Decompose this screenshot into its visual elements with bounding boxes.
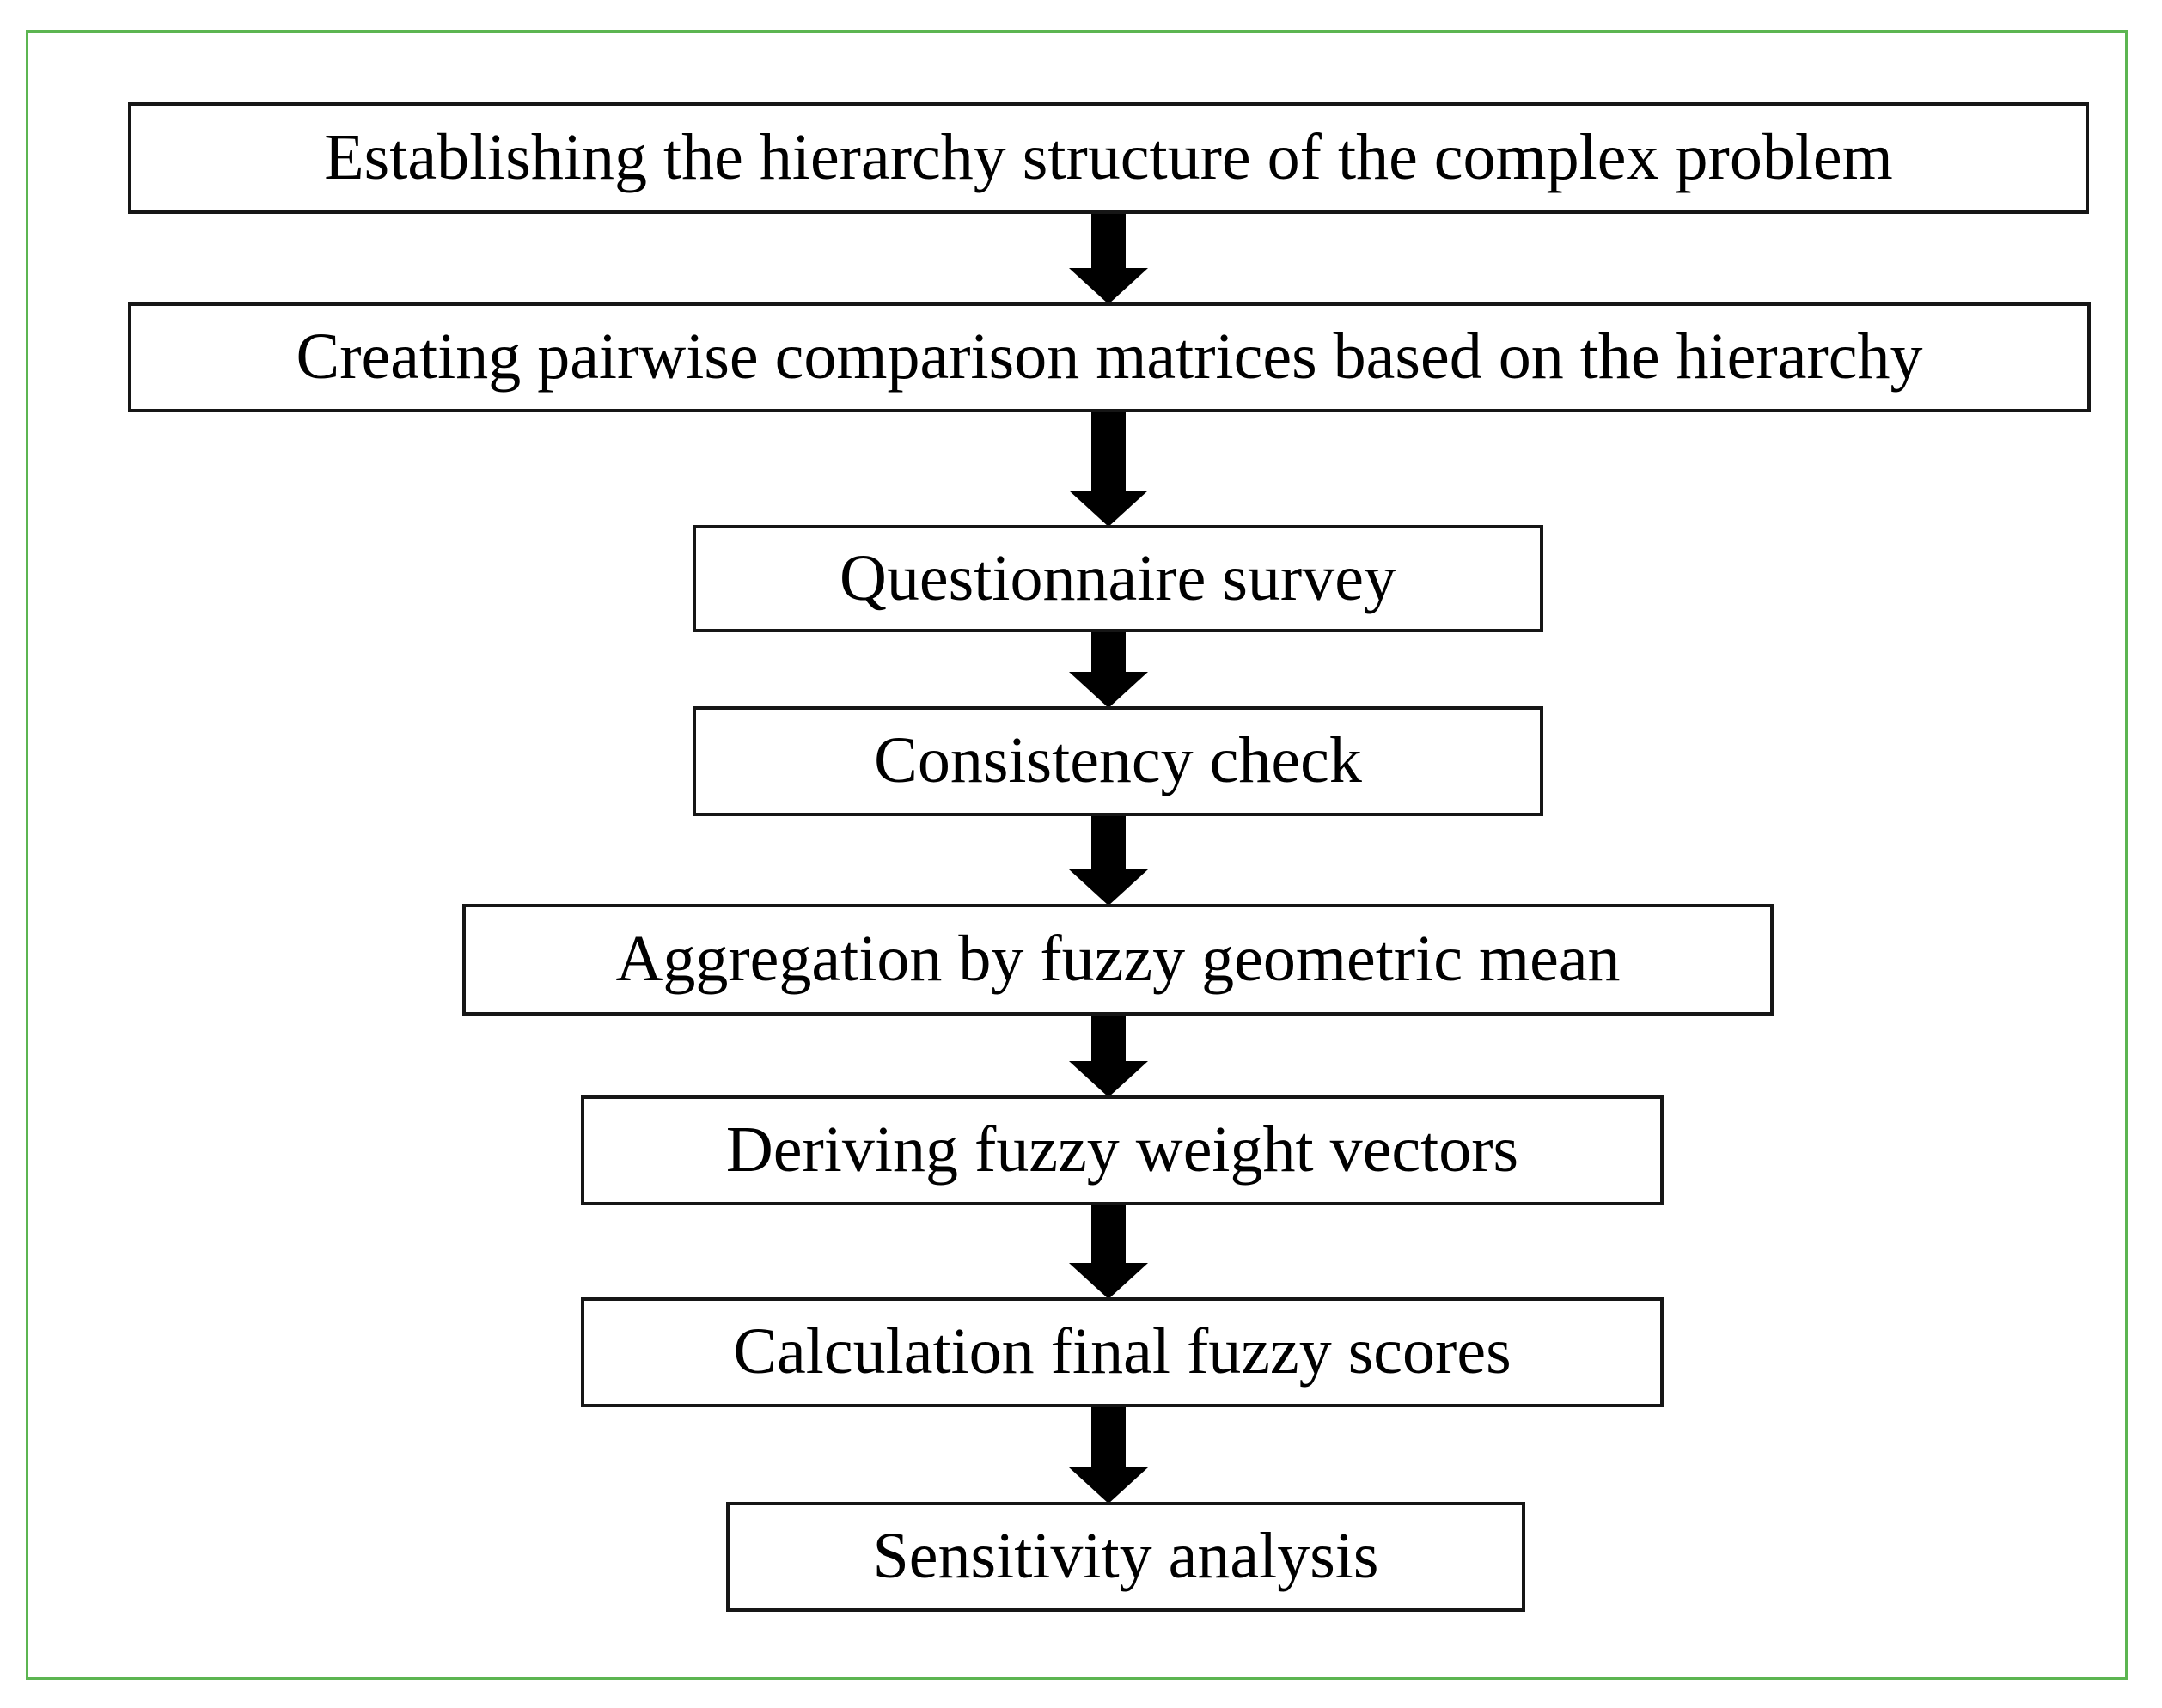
flow-step-consistency-check-box: Consistency check — [693, 706, 1543, 816]
flow-step-establish-hierarchy-box: Establishing the hierarchy structure of … — [128, 102, 2089, 214]
flow-step-sensitivity-analysis-box: Sensitivity analysis — [726, 1502, 1525, 1612]
down-arrow-icon — [1069, 1014, 1148, 1097]
flow-step-label: Sensitivity analysis — [872, 1520, 1379, 1593]
flow-step-pairwise-matrices-box: Creating pairwise comparison matrices ba… — [128, 302, 2091, 412]
down-arrow-icon — [1069, 1204, 1148, 1299]
down-arrow-icon — [1069, 631, 1148, 708]
flow-step-questionnaire-survey-box: Questionnaire survey — [693, 525, 1543, 632]
down-arrow-icon — [1069, 411, 1148, 527]
flow-step-label: Consistency check — [874, 724, 1362, 797]
down-arrow-icon — [1069, 814, 1148, 906]
flow-step-label: Questionnaire survey — [840, 541, 1396, 614]
flow-step-label: Creating pairwise comparison matrices ba… — [296, 320, 1923, 393]
flow-step-fuzzy-weight-vectors-box: Deriving fuzzy weight vectors — [581, 1095, 1664, 1205]
flow-step-label: Deriving fuzzy weight vectors — [725, 1113, 1519, 1186]
flow-step-label: Aggregation by fuzzy geometric mean — [615, 923, 1621, 996]
down-arrow-icon — [1069, 1406, 1148, 1504]
flow-step-label: Calculation final fuzzy scores — [733, 1315, 1512, 1388]
down-arrow-icon — [1069, 212, 1148, 304]
flow-step-label: Establishing the hierarchy structure of … — [324, 121, 1893, 194]
flow-step-final-fuzzy-scores-box: Calculation final fuzzy scores — [581, 1297, 1664, 1407]
flow-step-aggregation-geometric-mean-box: Aggregation by fuzzy geometric mean — [462, 904, 1774, 1016]
